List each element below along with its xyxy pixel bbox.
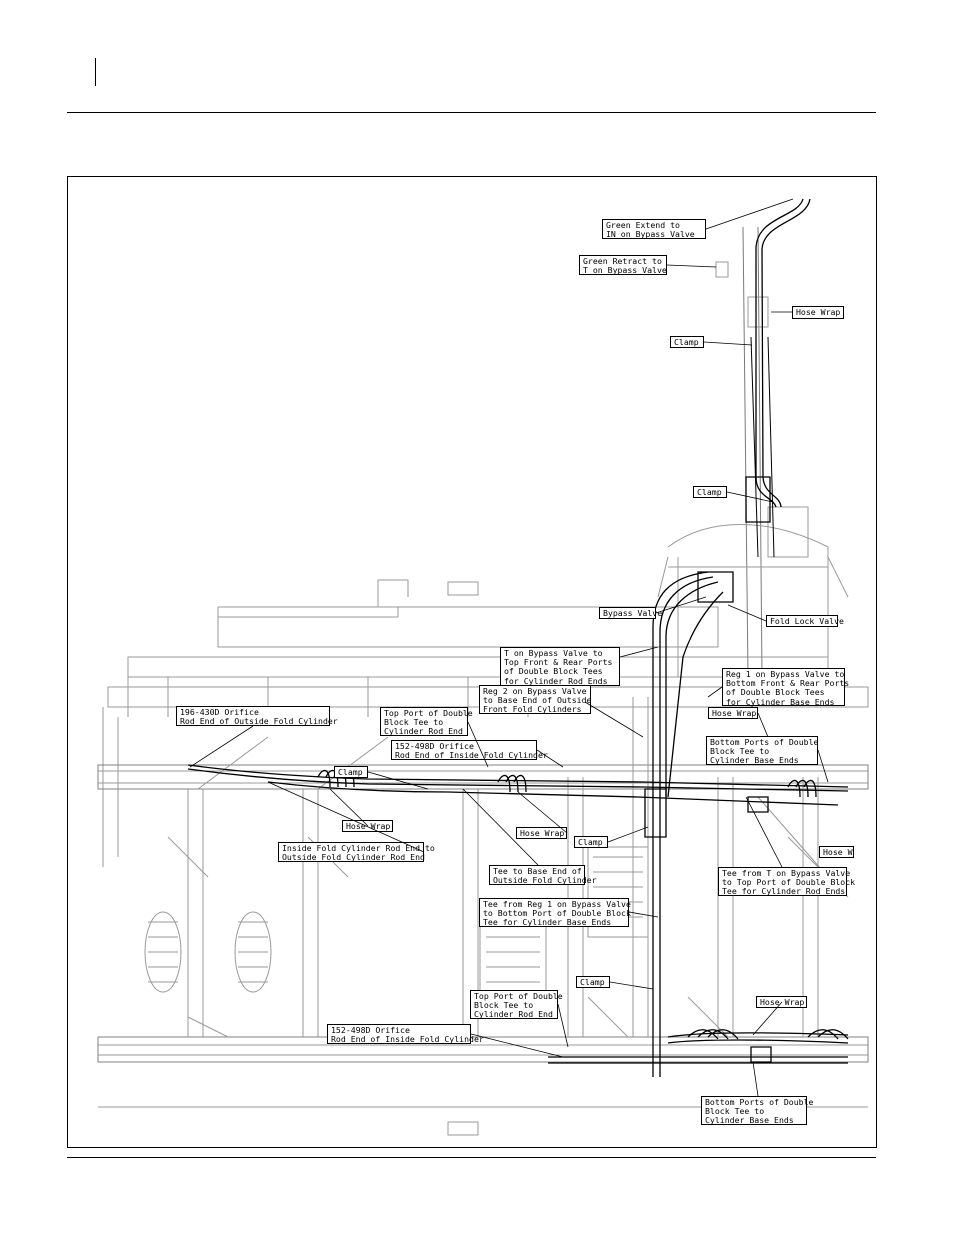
callout-top-port-upper: Top Port of Double Block Tee to Cylinder… [380,707,473,736]
callout-bottom-ports-upper: Bottom Ports of Double Block Tee to Cyli… [706,736,818,765]
hydraulic-diagram-frame: Green Extend to IN on Bypass Valve Green… [67,176,877,1148]
callout-hose-wrap-lower: Hose Wrap [756,996,807,1008]
callout-hose-wrap-edge: Hose W [819,846,854,858]
header-tick [95,58,96,86]
callout-bypass-valve: Bypass Valve [599,607,662,619]
callout-clamp-4: Clamp [574,836,608,848]
callout-reg1-bottom-front: Reg 1 on Bypass Valve to Bottom Front & … [722,668,849,706]
frame-structure [97,226,869,1136]
callout-orifice-152-upper: 152-498D Orifice Rod End of Inside Fold … [391,740,548,760]
callout-clamp-3: Clamp [334,766,368,778]
callout-bottom-ports-lower: Bottom Ports of Double Block Tee to Cyli… [701,1096,813,1125]
callout-clamp-5: Clamp [576,976,610,988]
callout-t-bypass-top-front: T on Bypass Valve to Top Front & Rear Po… [500,647,620,686]
callout-green-retract: Green Retract to T on Bypass Valve [579,255,667,275]
callout-green-extend: Green Extend to IN on Bypass Valve [602,219,706,239]
callout-hose-wrap-top: Hose Wrap [792,306,844,319]
callout-tee-base-outside: Tee to Base End of Outside Fold Cylinder [489,865,597,885]
footer-rule [67,1157,876,1158]
callout-hose-wrap-left: Hose Wrap [342,820,393,832]
callout-inside-fold-rod: Inside Fold Cylinder Rod End to Outside … [278,842,435,862]
callout-reg2-base-end: Reg 2 on Bypass Valve to Base End of Out… [479,685,591,714]
callout-tee-from-t: Tee from T on Bypass Valve to Top Port o… [718,867,855,896]
callout-tee-from-reg1: Tee from Reg 1 on Bypass Valve to Bottom… [479,898,631,927]
hydraulic-hoses [187,198,849,1077]
callout-hose-wrap-center: Hose Wrap [516,827,567,839]
callout-hose-wrap-mid-right: Hose Wrap [708,707,758,719]
callout-clamp-1: Clamp [670,336,704,348]
header-rule [67,112,876,113]
implement-drawing [97,198,869,1136]
callout-orifice-152-lower: 152-498D Orifice Rod End of Inside Fold … [327,1024,484,1044]
callout-top-port-lower: Top Port of Double Block Tee to Cylinder… [470,990,563,1019]
callout-orifice-196: 196-430D Orifice Rod End of Outside Fold… [176,706,338,726]
callout-clamp-2: Clamp [693,486,727,498]
callout-fold-lock-valve: Fold Lock Valve [766,615,844,627]
